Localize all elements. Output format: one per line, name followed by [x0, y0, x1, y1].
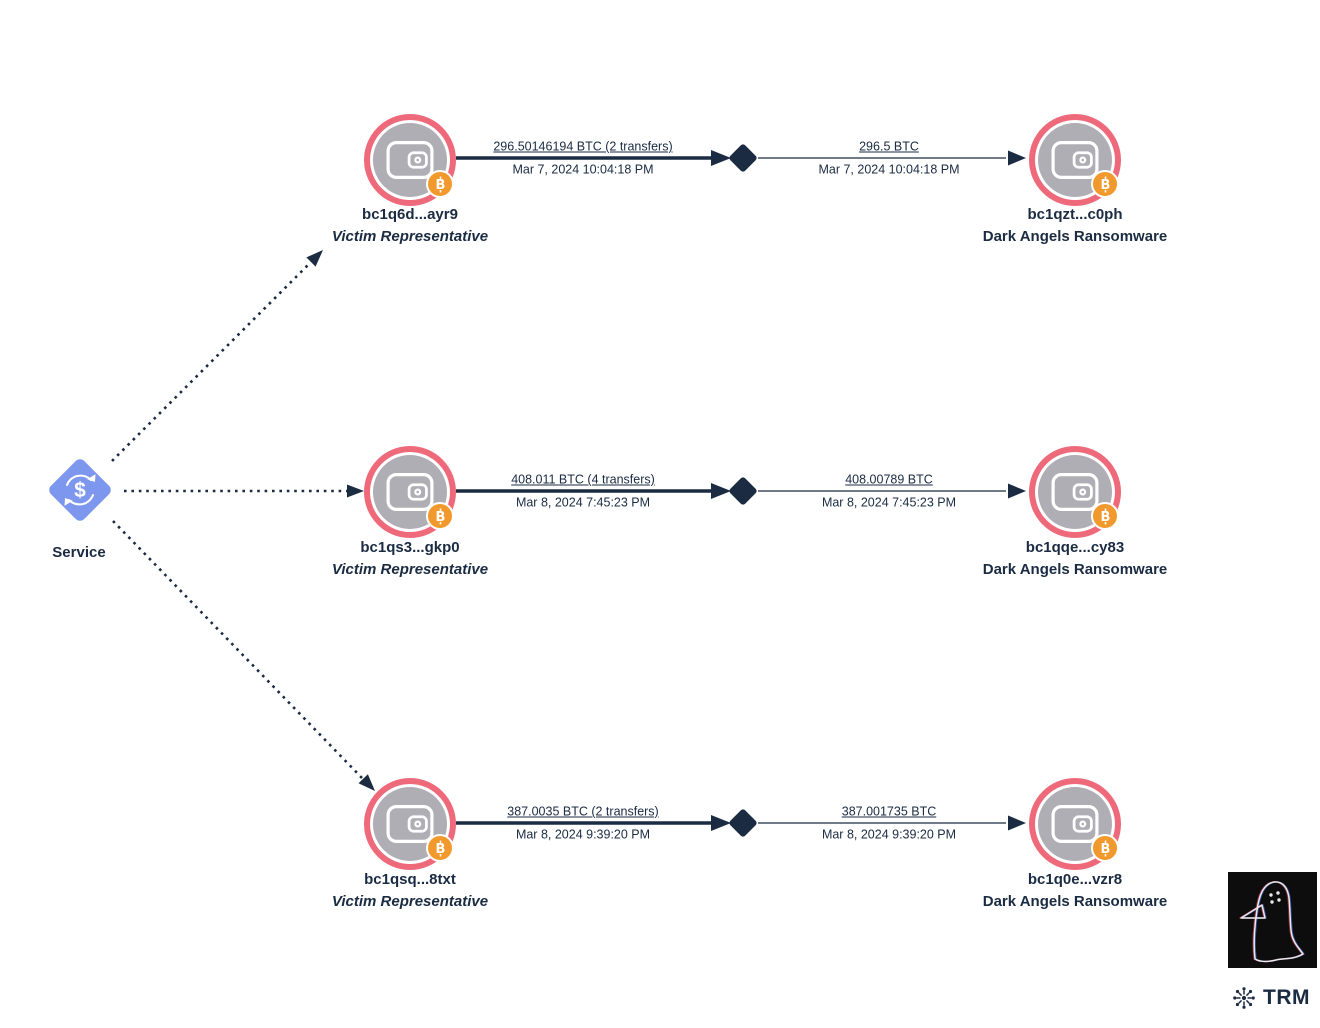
trm-logo: TRM — [1232, 984, 1312, 1012]
trm-logo-text: TRM — [1263, 986, 1310, 1009]
svg-text:B: B — [1100, 842, 1110, 857]
source-node-label: bc1q6d...ayr9 Victim Representative — [280, 204, 540, 248]
transfer-edge-label: 296.50146194 BTC (2 transfers) Mar 7, 20… — [493, 140, 672, 177]
source-wallet-node[interactable]: B — [364, 114, 456, 206]
wallet-category: Dark Angels Ransomware — [982, 561, 1168, 578]
transfer-edge-label: 296.5 BTC Mar 7, 2024 10:04:18 PM — [818, 140, 959, 177]
transfer-edge-label: 387.0035 BTC (2 transfers) Mar 8, 2024 9… — [507, 805, 658, 842]
transfer-date: Mar 8, 2024 7:45:23 PM — [821, 495, 957, 510]
wallet-icon — [386, 805, 434, 843]
dollar-glyph: $ — [74, 479, 86, 502]
service-to-source-arrow — [124, 484, 364, 498]
transfer-amount[interactable]: 408.011 BTC (4 transfers) — [511, 472, 655, 487]
target-node-label: bc1qzt...c0ph Dark Angels Ransomware — [945, 204, 1205, 248]
service-node-label: Service — [52, 544, 106, 561]
wallet-address[interactable]: bc1q6d...ayr9 — [362, 206, 458, 223]
wallet-icon — [1051, 473, 1099, 511]
target-wallet-node[interactable]: B — [1029, 446, 1121, 538]
wallet-address[interactable]: bc1qqe...cy83 — [1025, 539, 1125, 556]
transfer-amount[interactable]: 296.5 BTC — [859, 139, 919, 154]
hop-diamond-node — [729, 809, 757, 837]
bitcoin-icon: B — [426, 502, 454, 530]
service-to-source-arrow — [111, 250, 323, 462]
transfer-date: Mar 7, 2024 10:04:18 PM — [818, 162, 960, 177]
transfer-amount[interactable]: 296.50146194 BTC (2 transfers) — [493, 139, 673, 154]
wallet-icon — [386, 141, 434, 179]
penguin-icon — [1239, 881, 1305, 963]
svg-text:B: B — [435, 178, 445, 193]
wallet-category: Victim Representative — [331, 561, 489, 578]
wallet-category: Dark Angels Ransomware — [982, 893, 1168, 910]
source-node-label: bc1qsq...8txt Victim Representative — [280, 869, 540, 913]
wallet-address[interactable]: bc1qzt...c0ph — [1027, 206, 1123, 223]
penguin-artwork-box — [1228, 872, 1317, 968]
service-node[interactable]: $ — [47, 457, 113, 523]
target-wallet-node[interactable]: B — [1029, 778, 1121, 870]
bitcoin-icon: B — [1091, 170, 1119, 198]
wallet-category: Victim Representative — [331, 228, 489, 245]
source-wallet-node[interactable]: B — [364, 778, 456, 870]
bitcoin-icon: B — [1091, 502, 1119, 530]
target-wallet-node[interactable]: B — [1029, 114, 1121, 206]
target-node-label: bc1qqe...cy83 Dark Angels Ransomware — [945, 537, 1205, 581]
wallet-category: Victim Representative — [331, 893, 489, 910]
bitcoin-icon: B — [426, 834, 454, 862]
wallet-icon — [1051, 805, 1099, 843]
transfer-edge-label: 408.00789 BTC Mar 8, 2024 7:45:23 PM — [822, 473, 956, 510]
hop-diamond-node — [729, 144, 757, 172]
wallet-icon — [1051, 141, 1099, 179]
transfer-amount[interactable]: 387.0035 BTC (2 transfers) — [507, 804, 659, 819]
transfer-edge-label: 387.001735 BTC Mar 8, 2024 9:39:20 PM — [822, 805, 956, 842]
exchange-icon: $ — [64, 474, 96, 506]
svg-text:B: B — [1100, 178, 1110, 193]
wallet-address[interactable]: bc1qsq...8txt — [364, 871, 456, 888]
transfer-edge-label: 408.011 BTC (4 transfers) Mar 8, 2024 7:… — [511, 473, 655, 510]
transfer-date: Mar 8, 2024 9:39:20 PM — [515, 827, 651, 842]
wallet-icon — [386, 473, 434, 511]
transfer-amount[interactable]: 387.001735 BTC — [841, 804, 937, 819]
svg-text:B: B — [435, 842, 445, 857]
hop-diamond-node — [729, 477, 757, 505]
snowflake-icon — [1233, 987, 1255, 1009]
wallet-category: Dark Angels Ransomware — [982, 228, 1168, 245]
target-node-label: bc1q0e...vzr8 Dark Angels Ransomware — [945, 869, 1205, 913]
svg-text:B: B — [1100, 510, 1110, 525]
wallet-address[interactable]: bc1q0e...vzr8 — [1027, 871, 1123, 888]
source-node-label: bc1qs3...gkp0 Victim Representative — [280, 537, 540, 581]
transfer-date: Mar 8, 2024 9:39:20 PM — [821, 827, 957, 842]
transfer-date: Mar 8, 2024 7:45:23 PM — [515, 495, 651, 510]
wallet-address[interactable]: bc1qs3...gkp0 — [360, 539, 460, 556]
transfer-amount[interactable]: 408.00789 BTC — [845, 472, 933, 487]
source-wallet-node[interactable]: B — [364, 446, 456, 538]
transfer-date: Mar 7, 2024 10:04:18 PM — [512, 162, 654, 177]
bitcoin-icon: B — [426, 170, 454, 198]
bitcoin-icon: B — [1091, 834, 1119, 862]
svg-text:B: B — [435, 510, 445, 525]
